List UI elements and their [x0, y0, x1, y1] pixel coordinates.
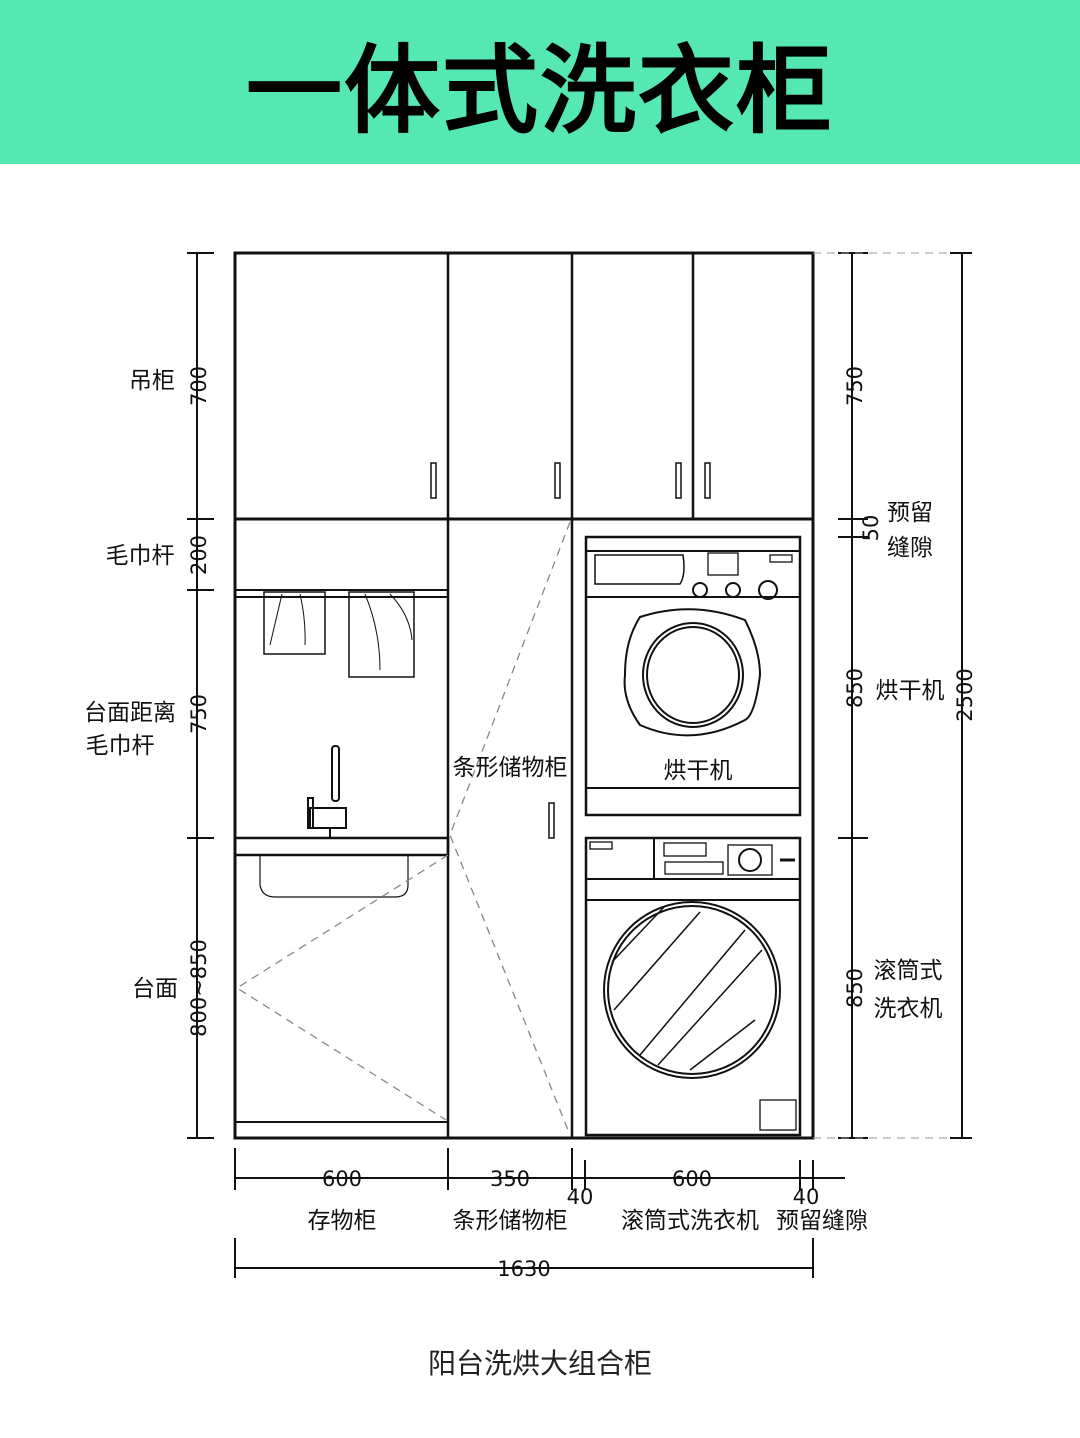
dim-width-storage: 600 [322, 1167, 362, 1191]
label-countertop: 台面 [132, 976, 178, 1002]
label-dryer-right: 烘干机 [876, 678, 945, 704]
dim-width-gap-left: 40 [567, 1185, 594, 1209]
towel-rod-with-towels [234, 589, 449, 678]
label-drum-washer: 滚筒式洗衣机 [621, 1208, 759, 1234]
faucet [307, 745, 347, 838]
label-towel-rod: 毛巾杆 [106, 543, 175, 569]
label-gap: 缝隙 [887, 535, 933, 561]
dim-total-height: 2500 [953, 668, 977, 721]
dim-towel-rod: 200 [187, 535, 211, 575]
label-washer: 洗衣机 [874, 996, 943, 1022]
dryer-drawing [584, 535, 802, 817]
dim-gap: 50 [859, 515, 883, 542]
dim-dryer: 850 [843, 668, 867, 708]
dim-right-upper: 750 [843, 366, 867, 406]
dim-counter-to-rod: 750 [187, 694, 211, 734]
dim-upper-cabinet: 700 [187, 366, 211, 406]
dim-width-washer: 600 [672, 1167, 712, 1191]
page-title: 一体式洗衣柜 [246, 34, 834, 147]
title-banner: 一体式洗衣柜 [0, 0, 1080, 164]
label-reserved-gap: 预留缝隙 [776, 1208, 868, 1234]
left-dimension-line [187, 252, 214, 1139]
label-reserved: 预留 [887, 500, 933, 526]
tall-storage-cabinet [449, 521, 571, 1136]
label-tall-storage-bottom: 条形储物柜 [453, 1208, 568, 1234]
bottom-dimension-lines [234, 1148, 845, 1278]
label-tall-storage: 条形储物柜 [453, 755, 568, 781]
label-drum: 滚筒式 [874, 958, 943, 984]
upper-cabinets [235, 253, 813, 1138]
dim-counter-height: 800~850 [187, 939, 211, 1037]
label-storage-cabinet: 存物柜 [308, 1208, 377, 1234]
dim-washer: 850 [843, 968, 867, 1008]
countertop-and-sink [233, 836, 450, 1123]
washing-machine-drawing [584, 836, 802, 1137]
cabinet-outline [233, 251, 815, 1140]
dim-total-width: 1630 [497, 1257, 550, 1281]
caption: 阳台洗烘大组合柜 [427, 1347, 652, 1380]
label-counter-distance-2: 毛巾杆 [86, 733, 155, 759]
label-upper-cabinet: 吊柜 [129, 368, 175, 394]
label-dryer: 烘干机 [664, 758, 733, 784]
label-counter-distance: 台面距离 [84, 700, 176, 726]
dim-width-tall: 350 [490, 1167, 530, 1191]
dim-width-gap-right: 40 [793, 1185, 820, 1209]
right-dimension-lines [813, 252, 972, 1139]
